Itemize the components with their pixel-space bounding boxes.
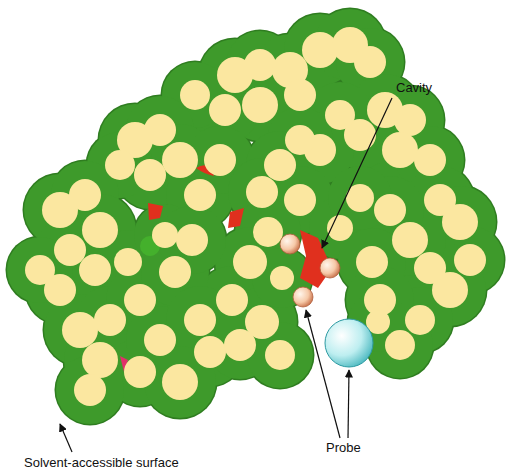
atom bbox=[194, 336, 226, 368]
atom bbox=[144, 114, 176, 146]
atom bbox=[442, 204, 478, 240]
atom bbox=[392, 222, 428, 258]
atom bbox=[62, 312, 98, 348]
atom bbox=[54, 234, 86, 266]
atom bbox=[354, 46, 386, 78]
atom bbox=[270, 266, 294, 290]
leader-lines bbox=[60, 98, 392, 452]
atom bbox=[325, 100, 355, 130]
atom bbox=[244, 49, 276, 81]
atom bbox=[176, 224, 208, 256]
callout-label: Cavity bbox=[396, 80, 432, 95]
atom bbox=[152, 222, 178, 248]
atom bbox=[124, 284, 156, 316]
large-probe bbox=[325, 319, 373, 367]
callout-label: Solvent-accessible surface bbox=[24, 455, 179, 470]
atom bbox=[246, 176, 278, 208]
atom bbox=[25, 255, 55, 285]
atom bbox=[94, 304, 126, 336]
atom bbox=[82, 342, 118, 378]
atom bbox=[253, 217, 283, 247]
atom bbox=[284, 184, 316, 216]
atom bbox=[302, 32, 338, 68]
atom bbox=[162, 364, 198, 400]
atom bbox=[82, 212, 118, 248]
atom bbox=[184, 179, 216, 211]
cavity bbox=[148, 165, 332, 288]
atom bbox=[414, 144, 446, 176]
atom bbox=[124, 356, 156, 388]
atom bbox=[209, 94, 241, 126]
atom bbox=[414, 252, 446, 284]
atom bbox=[405, 305, 435, 335]
solvent-accessible-surface bbox=[7, 9, 504, 424]
atom bbox=[74, 374, 106, 406]
atom bbox=[374, 194, 406, 226]
probe bbox=[280, 234, 340, 307]
atom bbox=[204, 144, 236, 176]
atom bbox=[264, 149, 296, 181]
atom bbox=[114, 248, 142, 276]
callout-label: Probe bbox=[326, 440, 361, 455]
atom bbox=[385, 330, 415, 360]
atom bbox=[105, 150, 135, 180]
atom bbox=[159, 256, 191, 288]
atom bbox=[79, 254, 111, 286]
atom bbox=[285, 125, 315, 155]
atom bbox=[180, 80, 210, 110]
atom bbox=[184, 304, 216, 336]
atom bbox=[233, 245, 267, 279]
atom bbox=[382, 132, 418, 168]
atoms bbox=[25, 27, 486, 406]
atom bbox=[394, 104, 426, 136]
atom bbox=[162, 142, 198, 178]
atom bbox=[144, 324, 176, 356]
atom bbox=[454, 244, 486, 276]
atom bbox=[356, 246, 388, 278]
atom bbox=[284, 79, 316, 111]
surface-outline bbox=[6, 8, 506, 426]
atom bbox=[224, 329, 256, 361]
atom bbox=[134, 159, 166, 191]
atom bbox=[216, 284, 248, 316]
atom bbox=[69, 179, 101, 211]
atom bbox=[265, 340, 295, 370]
atom bbox=[242, 87, 278, 123]
